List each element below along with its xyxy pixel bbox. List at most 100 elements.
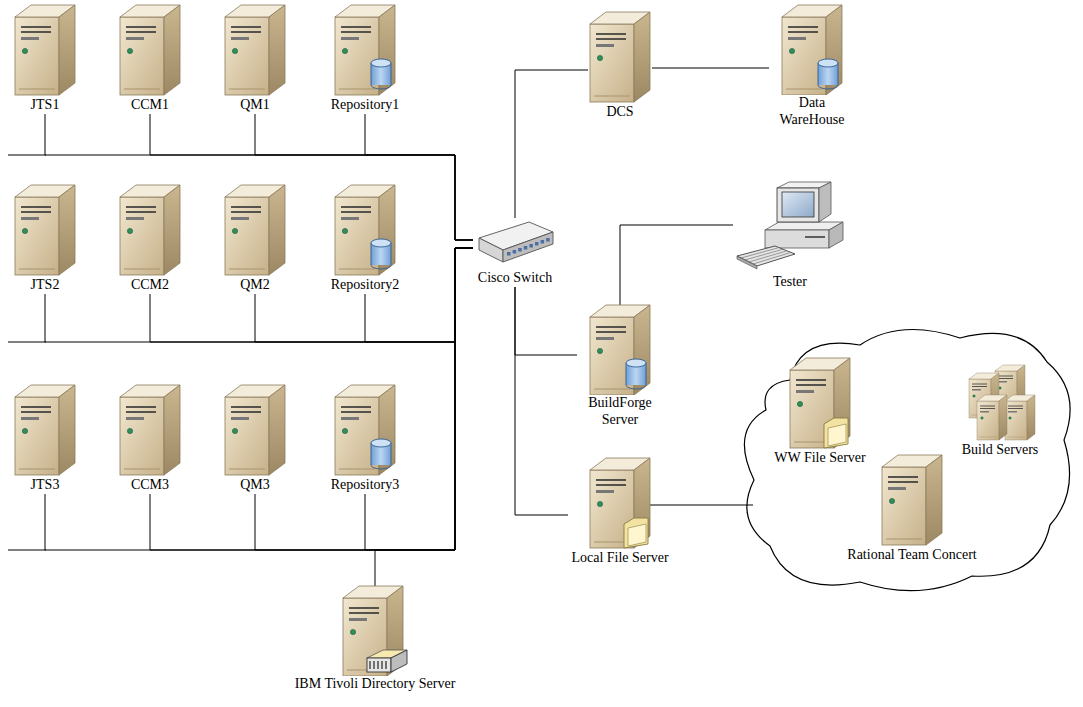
server-node: Repository2 [328, 185, 403, 294]
server-icon [335, 385, 395, 475]
server-node: CCM2 [118, 185, 182, 294]
server-node: CCM1 [118, 5, 182, 114]
server-icon [335, 185, 395, 275]
icon-svg [790, 358, 850, 448]
server-icon [15, 5, 75, 95]
icon-svg [590, 12, 650, 102]
network-link [150, 114, 473, 240]
server-node: WW File Server [771, 358, 869, 467]
bus-stub [8, 155, 46, 156]
server-node: JTS1 [13, 5, 77, 114]
server-icon [590, 305, 650, 395]
server-label: Build Servers [961, 442, 1040, 459]
server-node: QM3 [223, 385, 287, 494]
icon-svg [120, 185, 180, 275]
server-label: CCM2 [130, 277, 170, 294]
icon-svg [735, 182, 845, 272]
icon-svg [343, 586, 407, 674]
edge-group [45, 68, 769, 586]
server-node: Build Servers [959, 365, 1042, 459]
server-label: CCM3 [130, 477, 170, 494]
server-node: Cisco Switch [473, 218, 557, 287]
icon-svg [225, 5, 285, 95]
server-label: Cisco Switch [477, 270, 553, 287]
network-link [515, 287, 577, 355]
server-icon [225, 5, 285, 95]
network-link [150, 248, 473, 550]
cloud-outline [744, 329, 1070, 590]
server-node: Tester [733, 182, 847, 291]
server-label: QM3 [239, 477, 271, 494]
icon-svg [15, 185, 75, 275]
icon-svg [335, 5, 395, 95]
cloud-link [650, 505, 753, 506]
server-label: Local File Server [570, 550, 669, 567]
server-icon [120, 5, 180, 95]
server-node: JTS2 [13, 185, 77, 294]
network-link [375, 248, 473, 586]
server-icon [782, 5, 842, 95]
server-label: Repository1 [330, 97, 400, 114]
server-label: BuildForge Server [579, 395, 661, 429]
server-icon [790, 358, 850, 448]
icon-svg [335, 385, 395, 475]
icon-svg [225, 185, 285, 275]
server-label: Repository3 [330, 477, 400, 494]
server-node: Local File Server [568, 458, 672, 567]
server-node: Repository1 [328, 5, 403, 114]
icon-svg [15, 5, 75, 95]
server-icon [737, 182, 843, 269]
server-label: Data WareHouse [771, 95, 853, 129]
network-link [150, 248, 473, 342]
network-link [255, 248, 473, 550]
server-icon [343, 586, 407, 676]
server-label: Repository2 [330, 277, 400, 294]
server-icon [225, 385, 285, 475]
server-icon [225, 185, 285, 275]
server-node: QM1 [223, 5, 287, 114]
network-link [620, 225, 733, 305]
icon-svg [475, 218, 555, 268]
server-icon [590, 458, 650, 548]
server-label: WW File Server [773, 450, 867, 467]
icon-svg [965, 365, 1035, 440]
bus-stub [8, 550, 46, 551]
server-icon [590, 12, 650, 102]
icon-svg [225, 385, 285, 475]
server-label: IBM Tivoli Directory Server [294, 676, 457, 693]
server-icon [120, 185, 180, 275]
icon-svg [120, 5, 180, 95]
server-node: QM2 [223, 185, 287, 294]
server-label: DCS [605, 104, 634, 121]
server-icon [969, 365, 1035, 440]
server-label: JTS2 [30, 277, 61, 294]
server-icon [335, 5, 395, 95]
server-label: Tester [772, 274, 808, 291]
server-icon [882, 455, 942, 545]
server-label: JTS3 [30, 477, 61, 494]
network-link [45, 248, 473, 550]
server-label: CCM1 [130, 97, 170, 114]
extra-lines [650, 505, 753, 506]
icon-svg [120, 385, 180, 475]
server-node: IBM Tivoli Directory Server [292, 586, 459, 693]
server-node: Data WareHouse [769, 5, 855, 129]
icon-svg [590, 305, 650, 395]
server-icon [120, 385, 180, 475]
server-label: QM1 [239, 97, 271, 114]
network-link [515, 70, 588, 218]
network-link [652, 68, 769, 69]
server-node: DCS [588, 12, 652, 121]
icon-svg [15, 385, 75, 475]
server-node: CCM3 [118, 385, 182, 494]
server-node: JTS3 [13, 385, 77, 494]
server-label: Rational Team Concert [846, 547, 977, 564]
server-node: Rational Team Concert [844, 455, 980, 564]
network-link [515, 287, 568, 515]
icon-svg [782, 5, 842, 95]
bus-stub [8, 342, 46, 343]
server-node: Repository3 [328, 385, 403, 494]
server-label: QM2 [239, 277, 271, 294]
icon-svg [590, 458, 650, 548]
